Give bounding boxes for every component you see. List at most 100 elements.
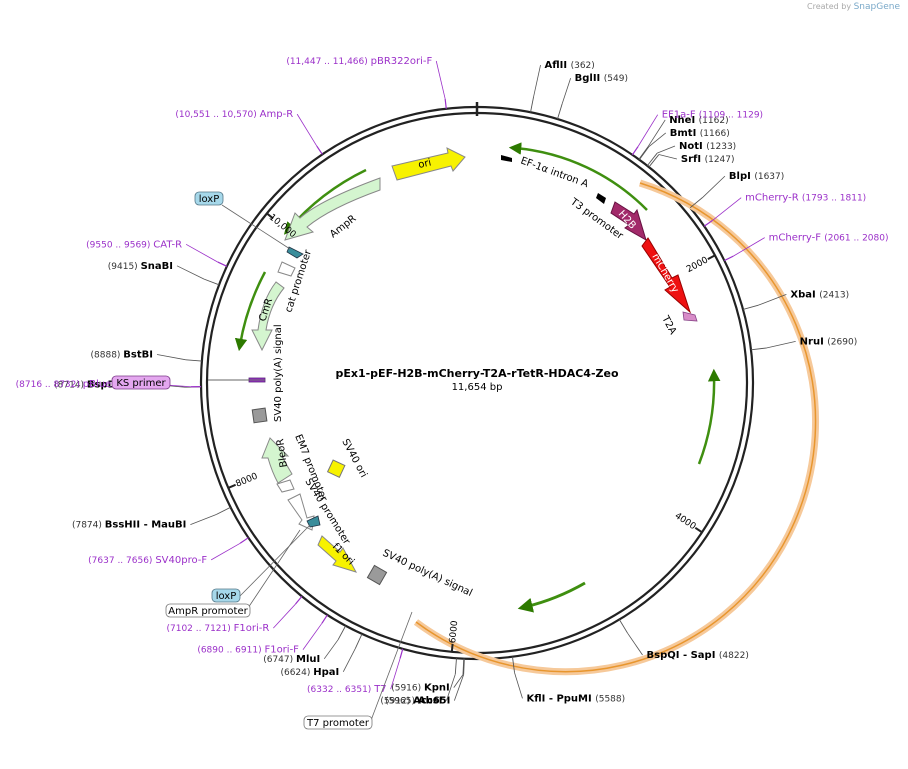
bleor-arrow (261, 437, 293, 484)
sv40-polya-bottom-label: SV40 poly(A) signal (381, 548, 474, 599)
site-label: NruI (2690) (800, 336, 858, 347)
ef1a-intron-label: EF-1α intron A (519, 155, 590, 190)
site-leader (342, 648, 356, 673)
site-leader (446, 674, 456, 701)
loxp-box-top: loxP (194, 191, 224, 206)
t7-promoter-box-label: T7 promoter (306, 718, 370, 729)
site-leader (627, 632, 643, 656)
sv40-polya-left (251, 407, 268, 424)
site-label: SrfI (1247) (681, 154, 735, 165)
primer-leader (733, 237, 765, 257)
primer-leader (273, 603, 296, 629)
orf-arc (413, 179, 819, 676)
site-tick (462, 658, 465, 675)
primer-leader (637, 114, 659, 147)
sv40-promoter-label: SV40 promoter (302, 477, 352, 548)
site-tick (512, 656, 515, 673)
site-leader (658, 154, 678, 160)
site-label: (5912) Acc65I (380, 696, 450, 707)
loxp-box-top-label: loxP (199, 194, 220, 205)
site-label: (8888) BstBI (91, 349, 154, 360)
site-leader (453, 674, 464, 701)
site-tick (648, 154, 660, 168)
ks-primer-box-label: KS primer (116, 378, 166, 389)
site-leader (323, 639, 339, 660)
sv40-ori-label: SV40 ori (339, 437, 368, 479)
cat-promoter-arrow (277, 261, 296, 277)
tick-mark (227, 483, 236, 489)
site-leader (453, 674, 464, 688)
site-tick (216, 506, 231, 515)
site-tick (689, 197, 703, 209)
t2a-arrow (682, 311, 698, 322)
primer-label: (7102 .. 7121) F1ori-R (166, 623, 269, 634)
site-leader (514, 672, 523, 699)
primer-tick (703, 220, 713, 227)
loxp-site-top (286, 246, 304, 259)
mcherry-arrow (641, 237, 692, 314)
site-label: BmtI (1166) (670, 128, 730, 139)
site-leader (648, 132, 667, 148)
primer-label: mCherry-F (2061 .. 2080) (769, 233, 889, 244)
site-leader (766, 341, 796, 349)
ampr-promoter-box-label: AmpR promoter (168, 606, 248, 617)
tick-label: 2000 (685, 255, 710, 275)
snapgene-logo: SnapGene (853, 2, 900, 12)
tick-mark (450, 643, 454, 652)
site-label: (9415) SnaBI (108, 261, 173, 272)
primer-tick (239, 537, 249, 544)
orf-arc-line (415, 182, 817, 673)
cat-promoter-label: cat promoter (283, 248, 314, 314)
site-tick (203, 278, 220, 286)
primer-label: (6890 .. 6911) F1ori-F (197, 645, 299, 656)
h2b-arrow (610, 201, 647, 242)
ampr-promoter-box: AmpR promoter (165, 603, 251, 618)
site-leader (533, 65, 541, 97)
site-tick (618, 619, 628, 634)
primer-label: mCherry-R (1793 .. 1811) (745, 193, 866, 204)
ef1a-intron-marker (501, 155, 512, 162)
site-leader (758, 294, 787, 306)
site-label: BglII (549) (575, 73, 628, 84)
plasmid-name: pEx1-pEF-H2B-mCherry-T2A-rTetR-HDAC4-Zeo (335, 367, 618, 380)
cmr-label: CmR (257, 297, 275, 323)
em7-promoter-arrow (276, 479, 295, 493)
site-tick (646, 152, 658, 167)
primer-tick (631, 146, 639, 156)
primer-label: (7637 .. 7656) SV40pro-F (88, 555, 207, 566)
primer-tick (724, 255, 734, 262)
site-label: BspQI - SapI (4822) (647, 650, 749, 661)
site-tick (354, 633, 363, 649)
sv40-ori-box (326, 459, 346, 478)
primer-label: (10,551 .. 10,570) Amp-R (175, 109, 293, 120)
primer-leader (210, 542, 241, 561)
loxp-box-bottom-label: loxP (216, 591, 237, 602)
loxp-site-bottom (306, 515, 321, 528)
site-label: (6747) MluI (263, 654, 320, 665)
t3-promoter-marker (596, 193, 606, 204)
site-label: (7874) BssHII - MauBI (72, 520, 186, 531)
primer-tick (316, 145, 323, 155)
primer-tick (217, 261, 228, 267)
tick-mark (694, 527, 703, 534)
site-leader (561, 77, 572, 104)
primer-leader (390, 658, 401, 690)
site-label: BlpI (1637) (729, 171, 784, 182)
loxp-box-bottom: loxP (211, 588, 241, 603)
primer-label: (6332 .. 6351) T7 (307, 684, 387, 695)
primer-leader (712, 197, 742, 221)
tick-label: 4000 (673, 511, 698, 532)
primer-tick (295, 595, 303, 605)
site-tick (185, 359, 202, 362)
tick-label: 8000 (234, 471, 259, 489)
primer-tick (399, 648, 404, 659)
primer-label: (9550 .. 9569) CAT-R (86, 239, 182, 250)
site-label: NotI (1233) (679, 141, 736, 152)
ori-arrow (391, 147, 466, 181)
site-label: NheI (1162) (669, 115, 728, 126)
site-leader (190, 514, 217, 525)
primer-tick (444, 98, 447, 109)
site-tick (638, 146, 650, 161)
site-leader (656, 145, 676, 154)
